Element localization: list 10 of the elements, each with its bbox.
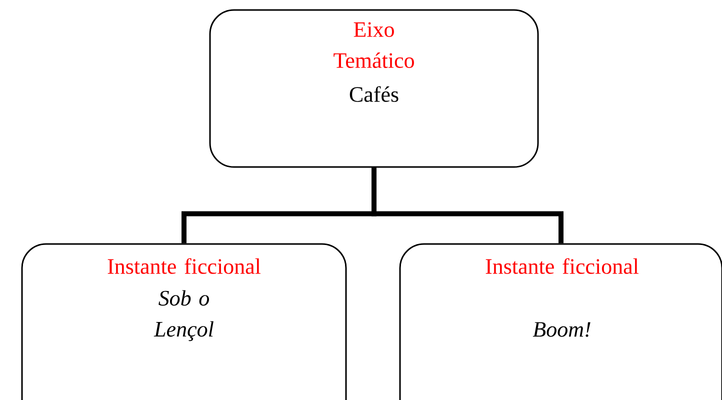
heading-text: Instante ficcional	[486, 258, 639, 274]
body-text: Sob o Lençol	[154, 290, 214, 342]
connector-line	[372, 168, 564, 244]
heading-text: Instante ficcional	[108, 258, 261, 274]
heading-text: Eixo Temático	[334, 22, 414, 68]
body-text: Boom!	[532, 322, 590, 337]
rounded-box	[21, 243, 347, 400]
body-text: Cafés	[350, 86, 398, 102]
rounded-box	[399, 243, 722, 400]
rounded-box	[209, 9, 539, 168]
